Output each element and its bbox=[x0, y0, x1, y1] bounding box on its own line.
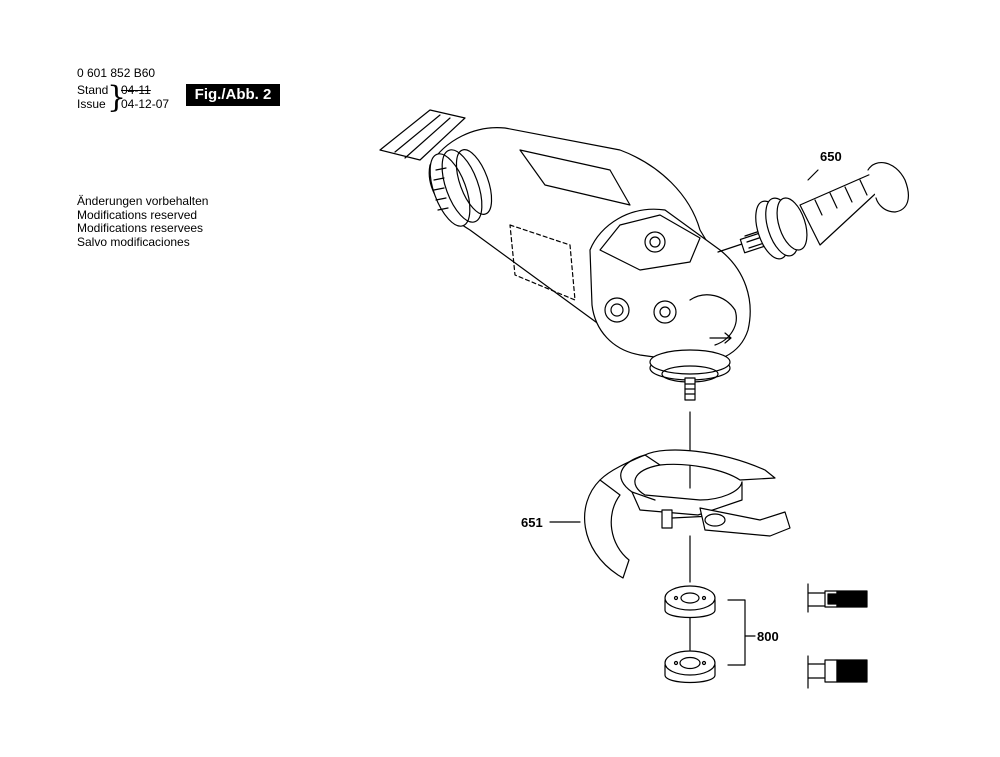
callout-651: 651 bbox=[521, 515, 543, 530]
brace-symbol: } bbox=[107, 80, 127, 115]
wheel-guard-icon bbox=[583, 449, 791, 579]
stand-label: Stand bbox=[77, 83, 109, 97]
stand-value: 04-11 bbox=[121, 83, 151, 97]
note-line: Änderungen vorbehalten bbox=[77, 194, 209, 208]
side-handle-icon bbox=[717, 162, 909, 260]
part-number: 0 601 852 B60 bbox=[77, 66, 156, 80]
figure-label: Fig./Abb. 2 bbox=[186, 84, 280, 106]
flange-profile-icon bbox=[807, 583, 868, 689]
grinder-body-icon bbox=[379, 109, 751, 401]
issue-value: 04-12-07 bbox=[121, 97, 170, 111]
modification-notes: Änderungen vorbehalten Modifications res… bbox=[77, 194, 209, 249]
note-line: Modifications reserved bbox=[77, 207, 198, 222]
note-line: Salvo modificaciones bbox=[77, 234, 190, 249]
issue-label: Issue bbox=[77, 97, 106, 111]
flange-icon bbox=[664, 585, 716, 684]
callout-650: 650 bbox=[820, 149, 842, 164]
callout-800: 800 bbox=[757, 629, 779, 644]
note-line: Modifications reservees bbox=[77, 221, 204, 235]
